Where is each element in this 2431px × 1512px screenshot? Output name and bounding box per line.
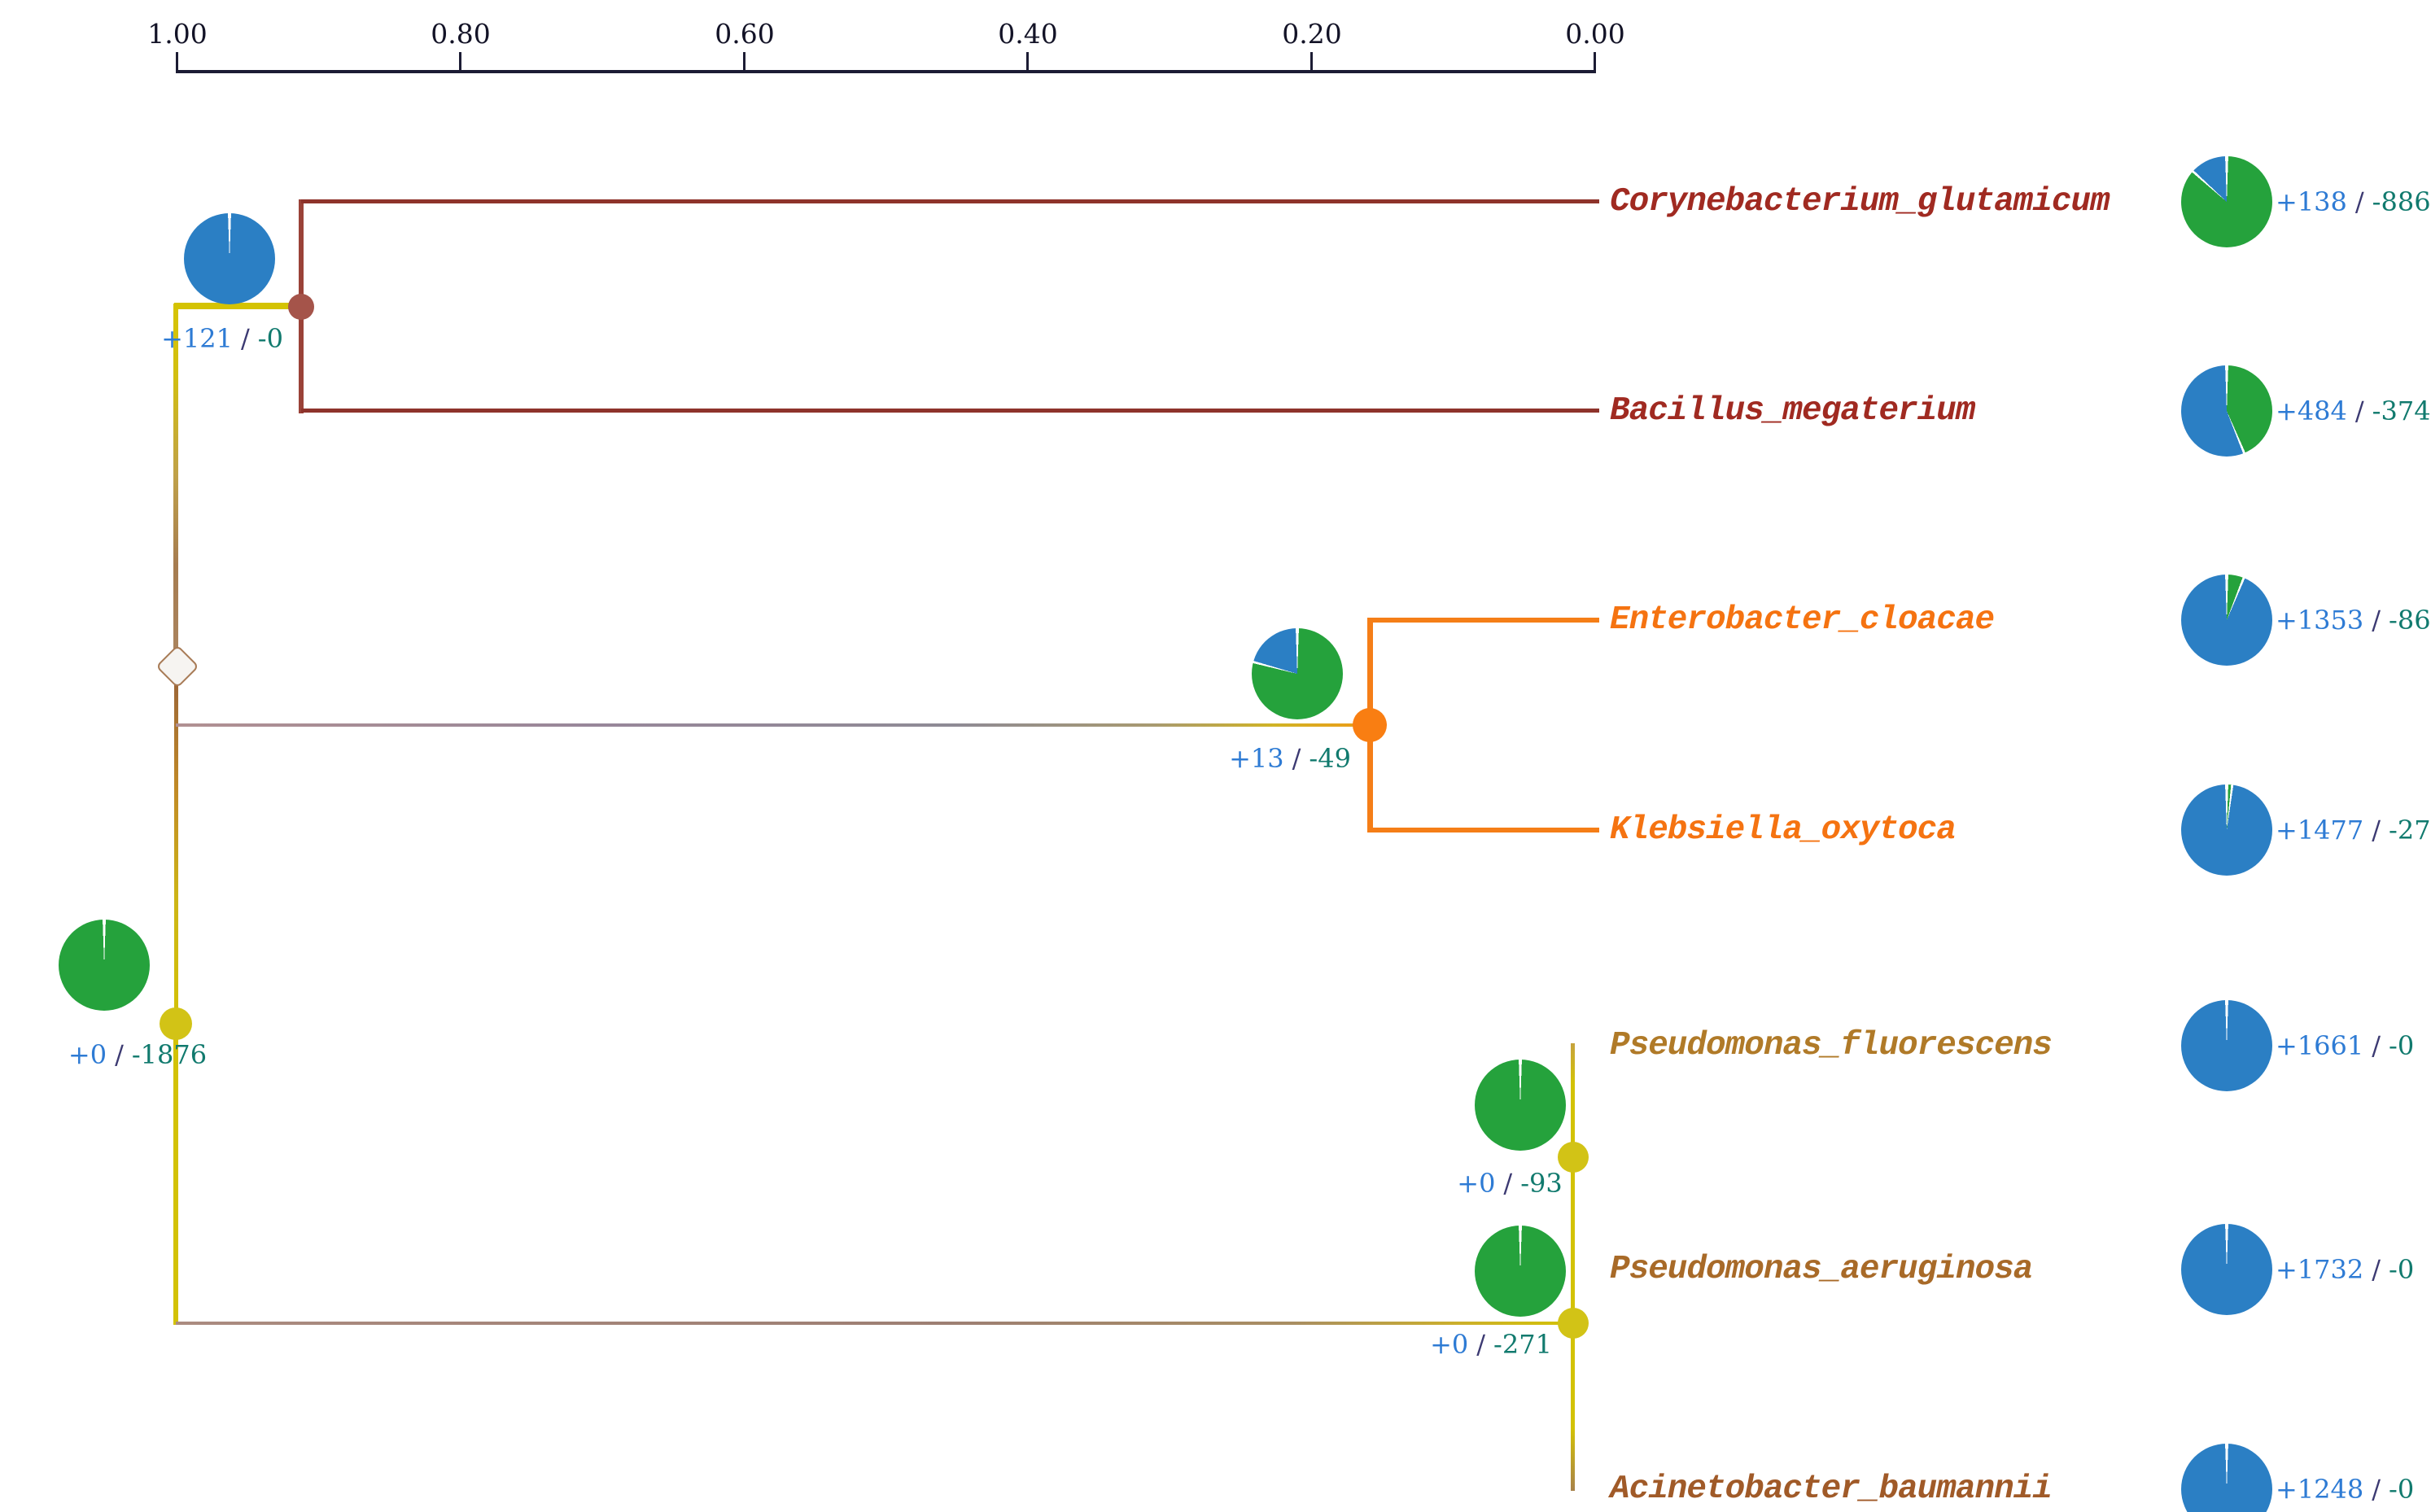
branch-lower-clade-span: [173, 1024, 178, 1325]
separator: /: [2354, 395, 2364, 426]
node-gain-loss-annotation: +0 /-1876: [11, 1035, 264, 1074]
node-pseudomonas-ancestor: [1558, 1142, 1589, 1173]
taxon-pie-chart: [2181, 1444, 2272, 1512]
ancestral-pie-chart: [1252, 628, 1343, 719]
branch-to-enterobacteriaceae-node: [176, 723, 1370, 727]
separator: /: [2372, 815, 2381, 846]
node-gain-loss-annotation: +0/-271: [1401, 1325, 1581, 1364]
gain-count: +138: [2276, 186, 2347, 217]
scale-tick-label: 0.40: [998, 18, 1058, 50]
gain-count: +1248: [2276, 1474, 2364, 1505]
node-gain-loss-annotation: +0/-93: [1424, 1164, 1595, 1203]
loss-count: -886: [2372, 186, 2431, 217]
scale-tick-label: 0.60: [715, 18, 775, 50]
scale-tick-mark: [1310, 52, 1313, 72]
branch-corynebacterium-tip: [301, 199, 1599, 203]
loss-count: -49: [1309, 743, 1351, 774]
tip-gain-loss-annotation: +1661 / -0: [2276, 1026, 2414, 1065]
taxon-label: Acinetobacter_baumannii: [1610, 1470, 2053, 1508]
branch-klebsiella-tip: [1370, 828, 1599, 832]
node-coryne-bacillus-ancestor: [288, 294, 314, 320]
scale-tick-mark: [176, 52, 178, 72]
node-pseudomonas-acinetobacter-ancestor: [1558, 1308, 1589, 1339]
gain-count: +1477: [2276, 815, 2364, 846]
taxon-pie-chart: [2181, 156, 2272, 247]
ancestral-pie-chart: [1475, 1060, 1566, 1151]
gain-count: +1353: [2276, 605, 2364, 636]
root-node-diamond: [155, 645, 199, 688]
loss-count: -374: [2372, 395, 2431, 426]
gain-count: +1661: [2276, 1030, 2364, 1061]
gain-count: +0: [68, 1039, 107, 1070]
ancestral-pie-chart: [59, 920, 150, 1011]
loss-count: -93: [1520, 1168, 1563, 1199]
separator: /: [240, 323, 250, 354]
scale-axis-line: [176, 70, 1596, 73]
branch-to-coryne-bacillus-node: [174, 303, 303, 309]
separator: /: [1292, 743, 1301, 774]
tip-gain-loss-annotation: +1248 / -0: [2276, 1470, 2414, 1509]
loss-count: -86: [2389, 605, 2431, 636]
tip-gain-loss-annotation: +484/ -374: [2276, 391, 2431, 430]
scale-tick-mark: [459, 52, 461, 72]
node-lower-clade-ancestor: [160, 1007, 192, 1040]
gain-count: +1732: [2276, 1254, 2364, 1285]
separator: /: [115, 1039, 124, 1070]
taxon-label: Klebsiella_oxytoca: [1610, 811, 1957, 849]
loss-count: -0: [257, 323, 283, 354]
ancestral-pie-chart: [184, 213, 275, 304]
scale-tick-label: 0.80: [431, 18, 491, 50]
node-gain-loss-annotation: +121/-0: [137, 319, 308, 358]
branch-to-pseudomonas-clade-node: [176, 1322, 1573, 1325]
branch-root-to-upper-clade: [173, 304, 178, 666]
gain-count: +13: [1229, 743, 1284, 774]
separator: /: [2372, 1474, 2381, 1505]
scale-tick-mark: [1026, 52, 1029, 72]
tip-gain-loss-annotation: +138/ -886: [2276, 182, 2431, 221]
taxon-label: Bacillus_megaterium: [1610, 392, 1975, 430]
taxon-pie-chart: [2181, 784, 2272, 876]
loss-count: -0: [2389, 1474, 2415, 1505]
tip-gain-loss-annotation: +1732 / -0: [2276, 1250, 2414, 1289]
tip-gain-loss-annotation: +1353 / -86: [2276, 601, 2431, 640]
loss-count: -271: [1493, 1329, 1552, 1360]
gain-count: +0: [1457, 1168, 1496, 1199]
node-gain-loss-annotation: +13 / -49: [1205, 739, 1375, 778]
branch-pseudomonas-clade-span: [1571, 1043, 1575, 1491]
node-enterobacteriaceae-ancestor: [1353, 708, 1387, 742]
taxon-pie-chart: [2181, 1000, 2272, 1091]
ancestral-pie-chart: [1475, 1226, 1566, 1317]
taxon-label: Enterobacter_cloacae: [1610, 601, 1995, 639]
separator: /: [2372, 1254, 2381, 1285]
taxon-pie-chart: [2181, 365, 2272, 457]
taxon-label: Pseudomonas_aeruginosa: [1610, 1251, 2033, 1288]
loss-count: -1876: [131, 1039, 208, 1070]
branch-root-to-lower-clade: [174, 665, 178, 1024]
gain-count: +0: [1430, 1329, 1469, 1360]
gain-count: +484: [2276, 395, 2347, 426]
scale-tick-label: 0.00: [1565, 18, 1625, 50]
separator: /: [2372, 605, 2381, 636]
branch-enterobacter-tip: [1370, 618, 1599, 623]
separator: /: [2354, 186, 2364, 217]
loss-count: -0: [2389, 1254, 2415, 1285]
taxon-label: Pseudomonas_fluorescens: [1610, 1027, 2053, 1064]
gain-count: +121: [161, 323, 233, 354]
scale-tick-mark: [1594, 52, 1596, 72]
separator: /: [2372, 1030, 2381, 1061]
separator: /: [1476, 1329, 1486, 1360]
separator: /: [1503, 1168, 1513, 1199]
taxon-pie-chart: [2181, 1224, 2272, 1315]
tip-gain-loss-annotation: +1477 / -27: [2276, 811, 2431, 850]
taxon-label: Corynebacterium_glutamicum: [1610, 183, 2110, 221]
loss-count: -0: [2389, 1030, 2415, 1061]
scale-tick-label: 0.20: [1282, 18, 1342, 50]
branch-bacillus-tip: [301, 409, 1599, 413]
scale-tick-label: 1.00: [147, 18, 208, 50]
taxon-pie-chart: [2181, 575, 2272, 666]
loss-count: -27: [2389, 815, 2431, 846]
scale-tick-mark: [743, 52, 745, 72]
